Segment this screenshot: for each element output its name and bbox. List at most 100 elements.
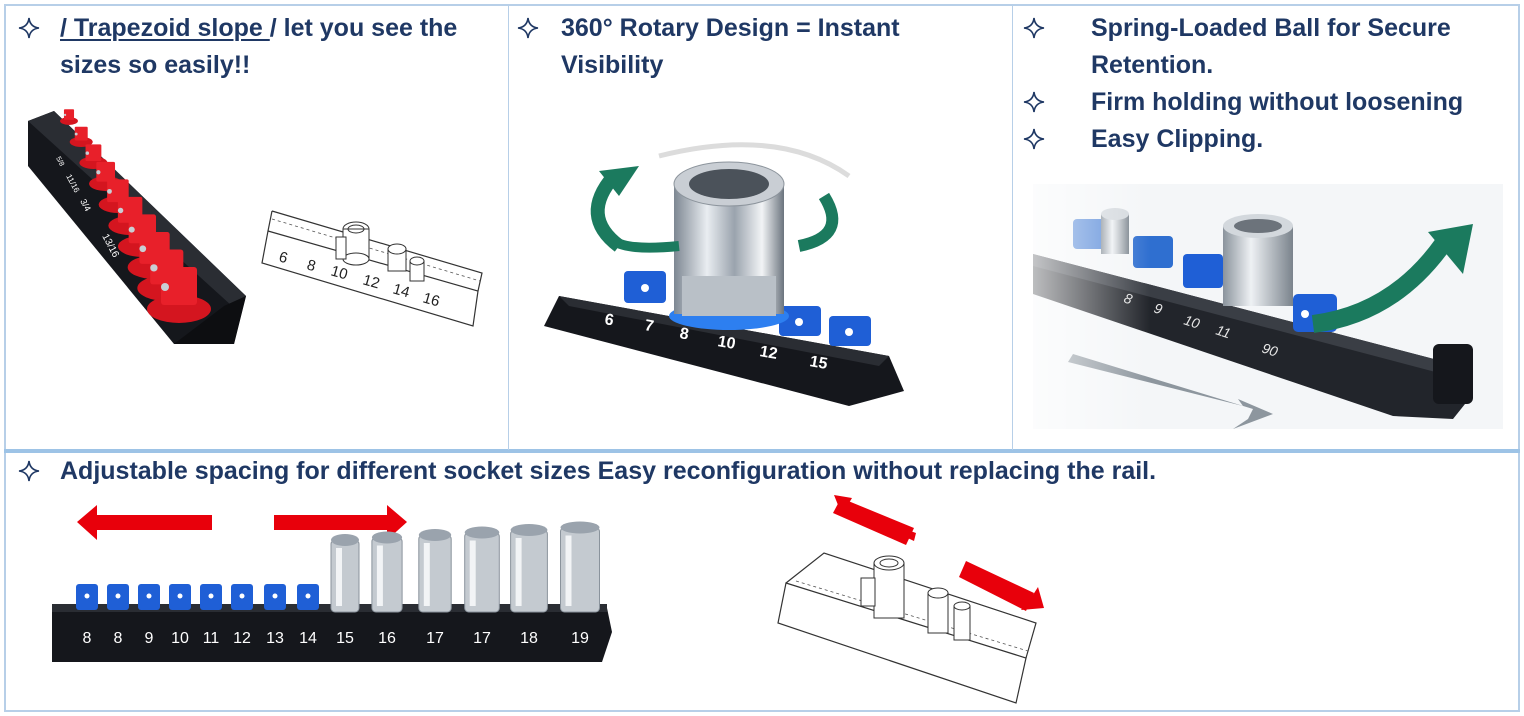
socket-highlight [469, 540, 476, 606]
socket-rim [371, 531, 403, 544]
star-bullet-icon [517, 17, 539, 39]
svg-text:10: 10 [1182, 312, 1202, 332]
detent-ball [150, 264, 158, 272]
detent-ball [85, 151, 90, 155]
rail-size-label: 14 [299, 630, 317, 647]
feature-bullets: / Trapezoid slope / let you see the size… [18, 10, 508, 84]
column-divider [508, 4, 509, 450]
red-clip [161, 267, 197, 305]
chrome-socket [371, 537, 403, 613]
detent-ball [107, 188, 112, 194]
bullet-text: 360° Rotary Design = Instant Visibility [561, 14, 900, 79]
feature-rotary-design: 360° Rotary Design = Instant Visibility [509, 6, 1012, 449]
chrome-socket [330, 539, 360, 613]
svg-text:11: 11 [1214, 322, 1233, 342]
detent-ball [177, 593, 183, 599]
svg-text:7: 7 [643, 317, 655, 335]
rail-size-labels: 8 9 10 11 90 [1122, 290, 1280, 360]
trapezoid-slope-emphasis: / Trapezoid slope [60, 14, 270, 42]
detent-ball [239, 593, 245, 599]
svg-text:12: 12 [758, 343, 779, 363]
rail-size-label: 8 [114, 630, 123, 647]
spring-ball-clip-image: 8 9 10 11 90 [1033, 184, 1503, 429]
red-socket-rail-image: 7/8 13/16 3/4 11/16 5/8 [24, 106, 254, 346]
feature-bullets: Adjustable spacing for different socket … [18, 453, 1508, 490]
rail-size-label: 12 [233, 630, 251, 647]
detent-ball [128, 226, 135, 233]
feature-adjustable-spacing: Adjustable spacing for different socket … [6, 453, 1518, 710]
bullet-item: / Trapezoid slope / let you see the size… [18, 10, 508, 84]
socket-highlight [336, 548, 342, 606]
star-bullet-icon [1023, 128, 1045, 150]
svg-text:10: 10 [716, 333, 737, 353]
star-bullet-icon [18, 17, 40, 39]
svg-text:16: 16 [421, 290, 442, 311]
bullet-text: Spring-Loaded Ball for Secure Retention. [1091, 14, 1451, 79]
blue-socket-clips [624, 271, 871, 346]
feature-trapezoid-slope: / Trapezoid slope / let you see the size… [6, 6, 508, 449]
bullet-item: Spring-Loaded Ball for Secure Retention. [1023, 10, 1513, 84]
socket-highlight [515, 538, 522, 606]
arrow-left-icon [77, 505, 212, 540]
star-bullet-icon [1023, 91, 1045, 113]
svg-text:14: 14 [391, 281, 412, 302]
detent-ball [305, 593, 311, 599]
feature-table [4, 4, 1520, 712]
red-clip [107, 179, 129, 203]
rail-size-label: 10 [171, 630, 189, 647]
detent-ball [272, 593, 278, 599]
detent-ball [117, 207, 124, 214]
red-clip [85, 144, 102, 162]
red-socket-clips [60, 109, 211, 323]
socket-rim [464, 526, 500, 539]
svg-text:90: 90 [1260, 340, 1280, 360]
rail-size-label: 8 [83, 630, 92, 647]
rail-size-label: 18 [520, 630, 538, 647]
socket-rim [418, 529, 452, 541]
red-clip [74, 126, 88, 141]
socket-rim [331, 534, 359, 546]
rail-size-label: 11 [203, 630, 220, 647]
row-divider [4, 449, 1520, 453]
socket-highlight [423, 543, 430, 606]
red-clip [96, 161, 116, 182]
socket-rim [560, 521, 600, 534]
bullet-text: Adjustable spacing for different socket … [60, 457, 1157, 485]
rail-size-labels: 6 7 8 10 12 15 [603, 311, 829, 373]
bullet-text: Easy Clipping. [1091, 125, 1264, 153]
rail-size-label: 9 [145, 630, 154, 647]
feature-spring-loaded-ball: Spring-Loaded Ball for Secure Retention.… [1013, 6, 1518, 449]
rail-size-label: 16 [378, 630, 396, 647]
bullet-item: Adjustable spacing for different socket … [18, 453, 1508, 490]
rail-size-label: 19 [571, 630, 589, 647]
detent-ball [115, 593, 121, 599]
socket-highlight [376, 545, 383, 606]
detent-ball [139, 245, 147, 253]
bullet-item: Easy Clipping. [1023, 121, 1513, 158]
metric-rail-line-drawing: 6 8 10 12 14 16 [258, 201, 488, 331]
svg-text:8: 8 [678, 325, 690, 343]
feature-bullets: 360° Rotary Design = Instant Visibility [517, 10, 997, 84]
bullet-item: 360° Rotary Design = Instant Visibility [517, 10, 997, 84]
detent-ball [146, 593, 152, 599]
rail-size-label: 13 [266, 630, 284, 647]
column-divider [1012, 4, 1013, 450]
rotary-socket-image: 6 7 8 10 12 15 [519, 116, 949, 416]
detent-ball [84, 593, 90, 599]
metric-size-labels: 6 8 10 12 14 16 [277, 249, 442, 311]
detent-ball [96, 170, 101, 175]
feature-bullets: Spring-Loaded Ball for Secure Retention.… [1023, 10, 1513, 158]
star-bullet-icon [1023, 17, 1045, 39]
arrow-right-icon [274, 505, 407, 540]
chrome-socket [418, 534, 452, 613]
spacing-arrows [77, 505, 407, 540]
bullet-text: / Trapezoid slope / let you see the size… [60, 14, 458, 79]
red-clip [63, 109, 75, 120]
star-bullet-icon [18, 460, 40, 482]
detent-ball [161, 283, 169, 291]
adjustable-rail-line-drawing [766, 493, 1066, 713]
detent-ball [74, 132, 78, 136]
detent-ball [63, 113, 67, 116]
